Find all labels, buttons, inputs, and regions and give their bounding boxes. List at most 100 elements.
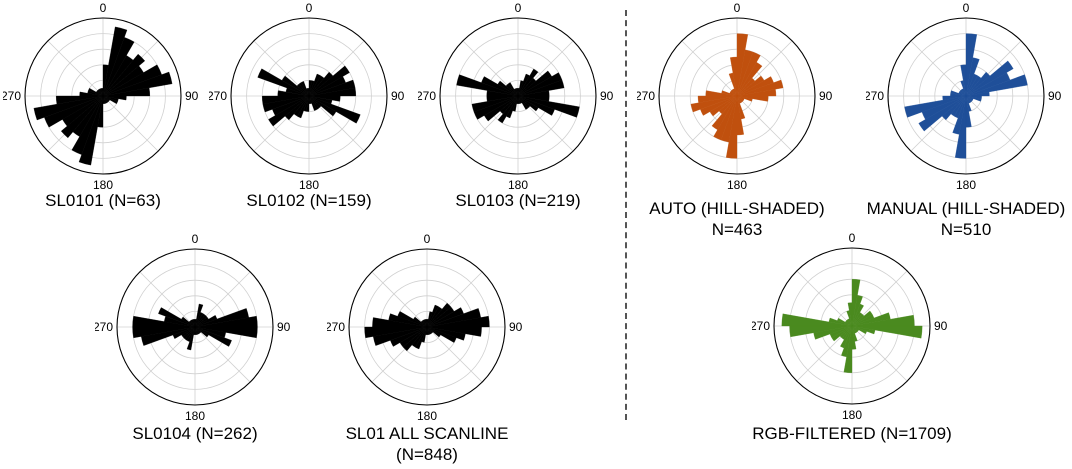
rose-caption-manual: MANUAL (HILL-SHADED)N=510 [846,198,1072,240]
rose-petal [918,95,967,132]
rose-caption-sl0103: SL0103 (N=219) [398,190,638,211]
outer-circle [348,248,506,406]
rose-petal [840,325,853,349]
rose-petal [960,64,967,97]
grid-spoke [851,325,908,382]
rose-petal [307,88,310,97]
rose-petal [426,326,457,343]
grid-spoke [47,40,104,97]
rose-caption-rgb: RGB-FILTERED (N=1709) [732,423,972,444]
rose-petal [711,95,738,130]
tick-label-n: 0 [306,1,313,15]
caption-line: SL0104 (N=262) [132,424,258,443]
tick-label-e: 90 [600,89,614,103]
rose-petal [847,302,853,327]
rose-petal [736,89,777,97]
rose-petal [713,95,738,141]
tick-label-s: 180 [185,409,205,423]
rose-petal [56,95,104,105]
rose-petal [60,95,104,139]
rose-petal [516,88,519,97]
rose-petal [730,56,738,97]
rose-petal [262,95,310,105]
tick-label-e: 90 [1048,89,1062,103]
rose-petal [965,60,1014,97]
tick-label-e: 90 [819,89,833,103]
caption-line: SL01 ALL SCANLINE [345,424,509,443]
outer-circle [773,247,931,405]
rose-petal [181,316,196,328]
rose-petal [736,51,761,97]
rose-petal [942,95,967,101]
rose-petal [425,319,428,328]
rose-petal [904,95,967,118]
tick-label-s: 180 [93,178,113,192]
caption-line: SL0102 (N=159) [246,191,372,210]
grid-spoke [681,40,738,97]
tick-label-e: 90 [277,320,291,334]
tick-label-n: 0 [192,232,199,246]
tick-label-n: 0 [100,1,107,15]
rose-petal [364,326,428,339]
tick-label-s: 180 [956,178,976,192]
rose-petal [965,74,1028,97]
rose-petal [308,65,350,97]
rose-caption-sl0101: SL0101 (N=63) [0,190,223,211]
rose-caption-auto: AUTO (HILL-SHADED) N=463 [617,198,857,240]
rose-petal [456,74,519,97]
rose-petal [388,313,428,328]
tick-label-n: 0 [734,1,741,15]
rose-petal [102,53,146,97]
rose-petal [101,88,104,97]
outer-circle [116,248,274,406]
rose-petal [736,62,763,97]
rose-petal [194,326,232,347]
rose-petal [517,95,529,110]
rose-petal [308,87,356,97]
grid-spoke [371,271,428,328]
tick-label-w: 270 [3,89,21,103]
rose-petal [308,95,318,111]
rose-petal [517,95,555,116]
tick-label-e: 90 [391,89,405,103]
grid-spoke [194,326,251,383]
tick-label-s: 180 [727,178,747,192]
rose-petal [300,81,310,97]
tick-label-w: 270 [418,89,436,103]
rose-petal [497,95,519,124]
grid-spoke [139,271,196,328]
rose-petal [397,311,428,328]
tick-label-n: 0 [424,232,431,246]
caption-line: AUTO (HILL-SHADED) [649,199,825,218]
rose-caption-sl0104: SL0104 (N=262) [75,423,315,444]
rose-petal [102,37,135,97]
rose-petal [517,95,539,112]
caption-line: SL0103 (N=219) [455,191,581,210]
rose-petal [426,326,441,338]
rose-petal [965,91,990,97]
caption-line: SL0101 (N=63) [45,191,161,210]
caption-line: MANUAL (HILL-SHADED) [866,199,1066,218]
rose-petal [736,79,784,97]
rose-petal [952,95,967,135]
tick-label-s: 180 [508,178,528,192]
rose-petal [257,68,310,97]
tick-label-w: 270 [327,320,345,334]
rose-petal [497,80,519,97]
outer-circle [887,17,1045,175]
outer-circle [658,17,816,175]
rose-caption-sl01all: SL01 ALL SCANLINE(N=848) [307,423,547,465]
caption-line: N=463 [711,220,763,239]
tick-label-w: 270 [637,89,655,103]
rose-plot-auto: 0 90 180 270 [637,1,833,192]
rose-petal [507,82,519,97]
rose-petal [697,95,738,103]
tick-label-w: 270 [866,89,884,103]
rose-petal [426,326,466,341]
